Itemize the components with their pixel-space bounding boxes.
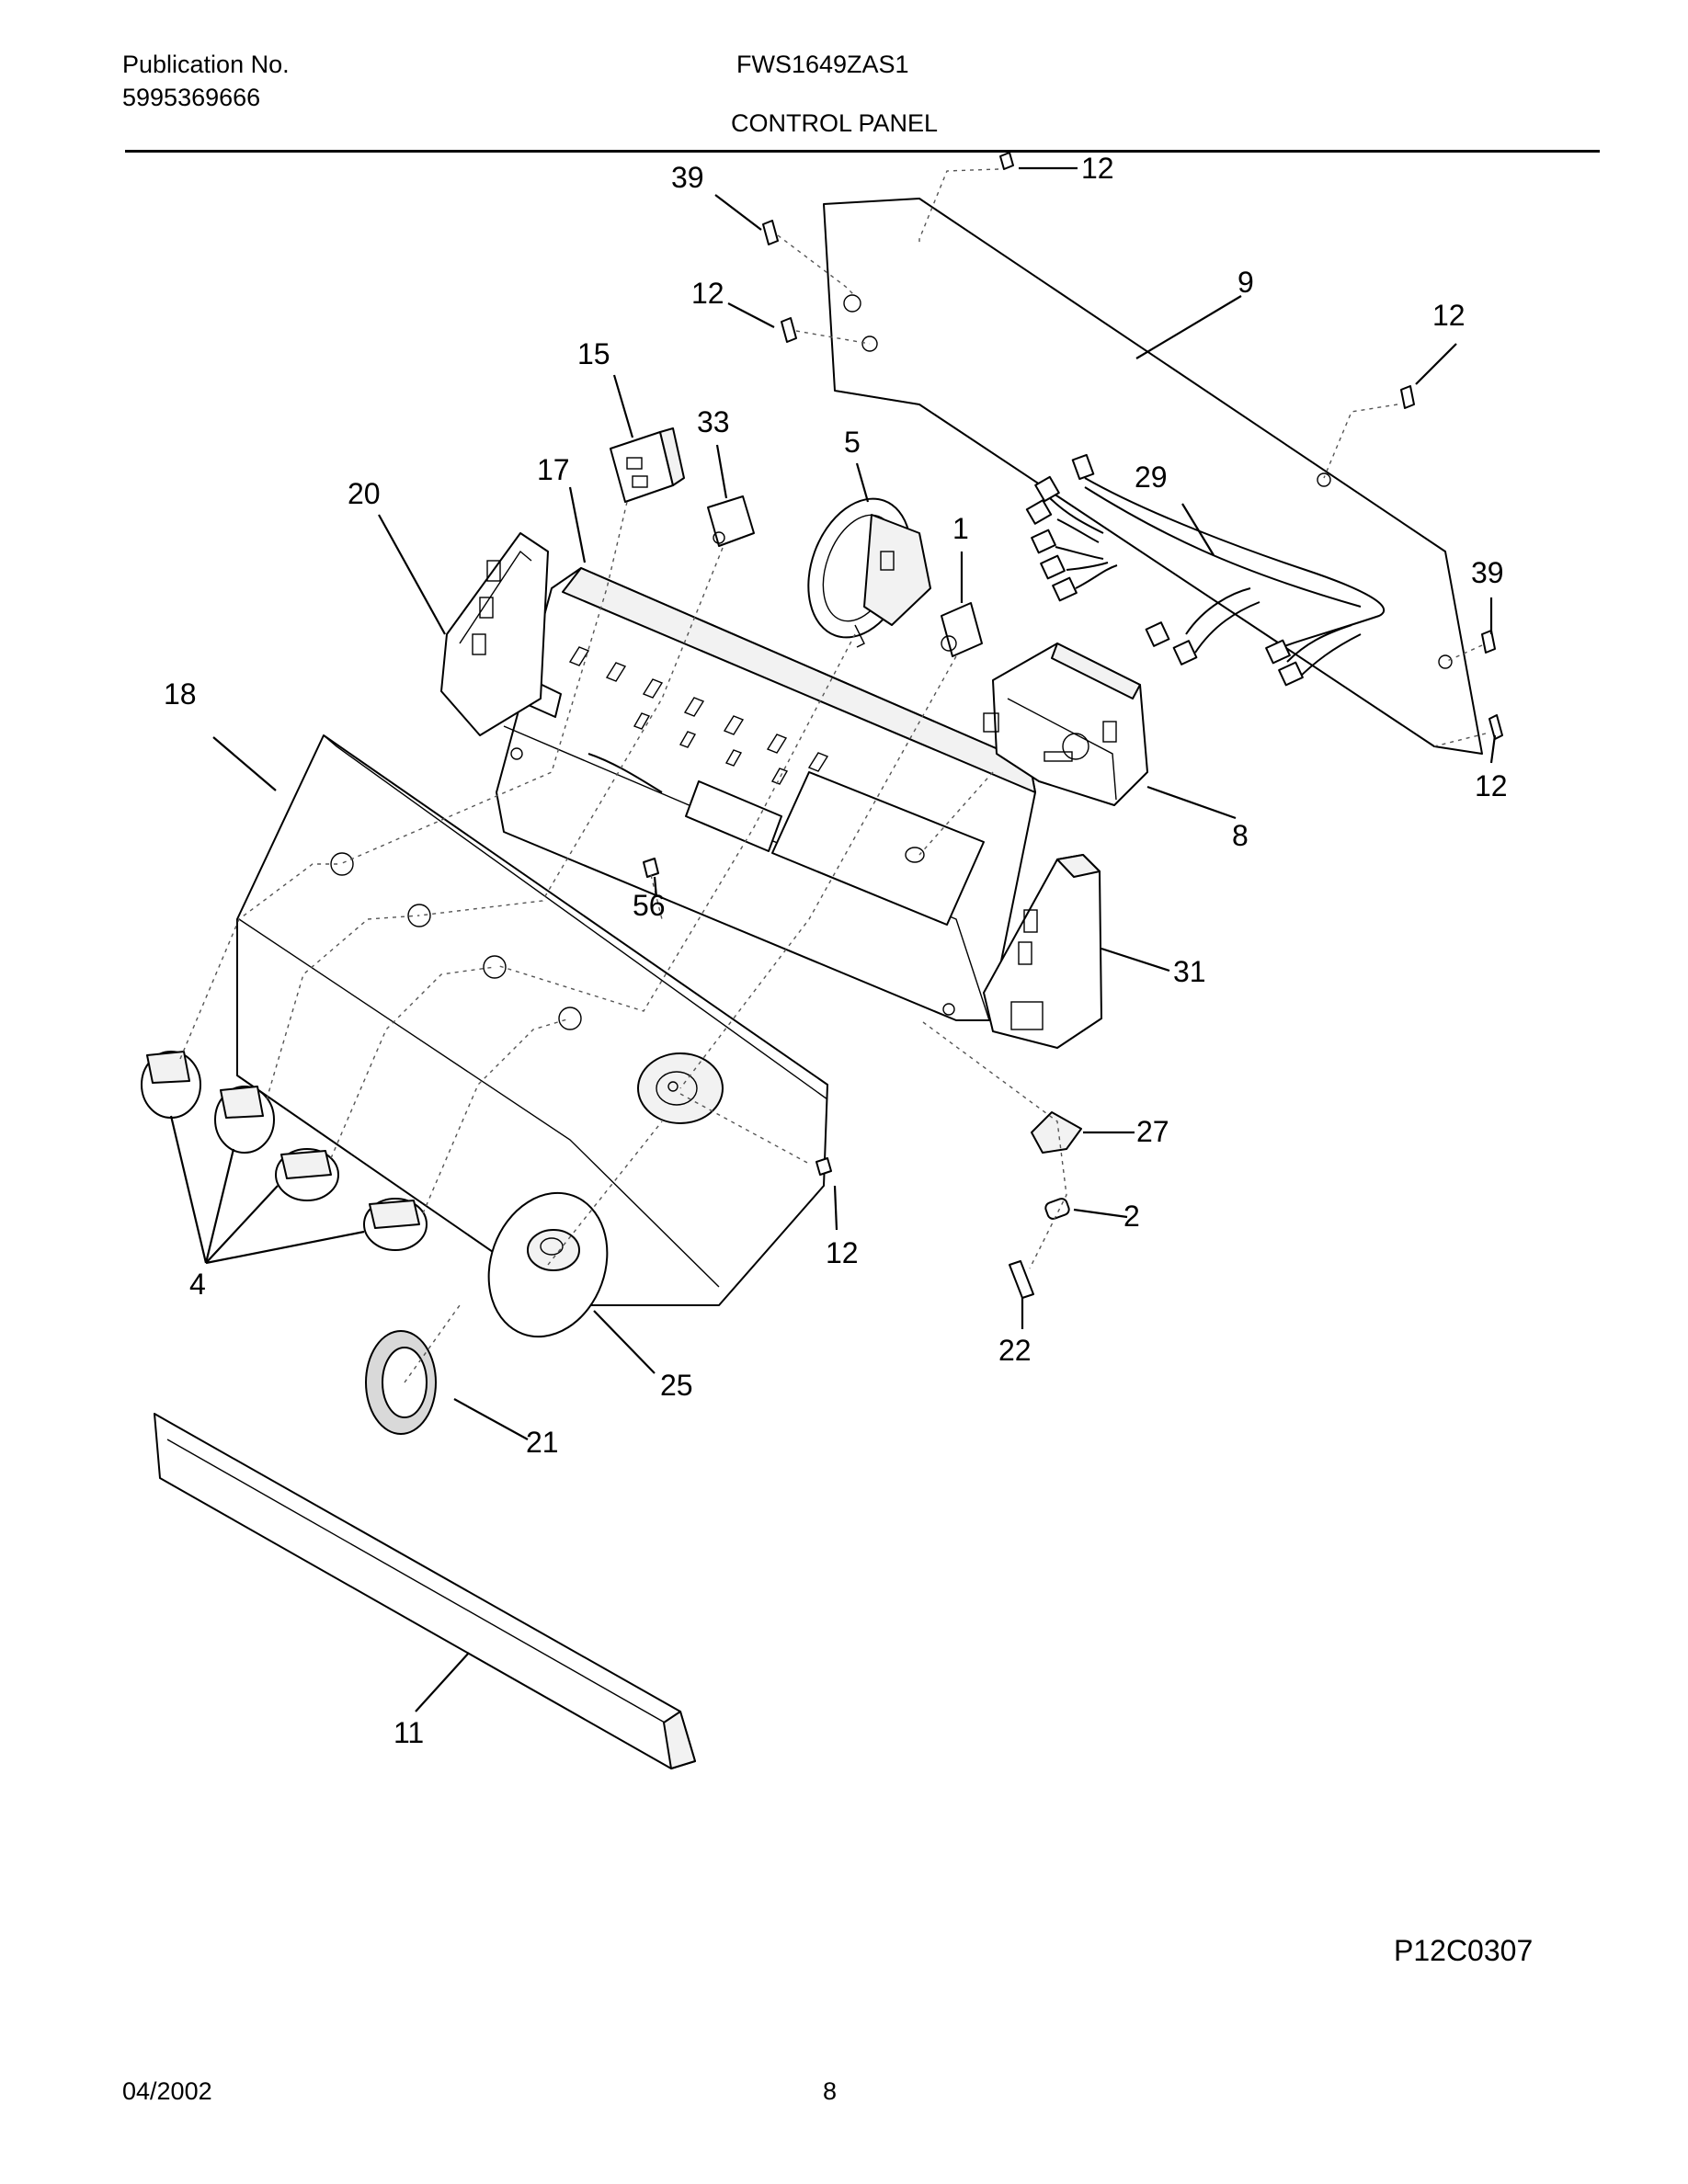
callout-9: 9	[1237, 266, 1254, 299]
switch-15	[610, 427, 685, 503]
page-number: 8	[823, 2077, 838, 2105]
rear-panel	[823, 198, 1483, 755]
callout-20: 20	[348, 477, 381, 510]
diagram-id: P12C0307	[1394, 1934, 1534, 1967]
callout-4: 4	[189, 1268, 206, 1301]
control-console	[496, 567, 1036, 1021]
leader-lines	[169, 166, 1497, 1712]
callout-12-lower: 12	[826, 1236, 859, 1269]
callout-39-right: 39	[1471, 556, 1504, 589]
publication-number: 5995369666	[122, 84, 261, 111]
left-end-cap	[440, 532, 549, 736]
trim-strip-11	[154, 1413, 696, 1769]
ring-21	[365, 1330, 437, 1435]
assembly-lines	[179, 168, 1487, 1383]
callout-39-top: 39	[671, 161, 704, 194]
header-rule	[125, 150, 1600, 153]
publication-label: Publication No.	[122, 51, 290, 78]
callout-12-upper-left: 12	[691, 277, 724, 310]
callout-12-right: 12	[1475, 769, 1508, 802]
callout-21: 21	[526, 1426, 559, 1459]
callout-5: 5	[844, 426, 861, 459]
callout-25: 25	[660, 1369, 693, 1402]
section-title: CONTROL PANEL	[731, 109, 939, 137]
callout-11: 11	[393, 1716, 424, 1749]
wire-harness	[1025, 453, 1386, 687]
knobs-4	[141, 1051, 428, 1251]
switch-33	[707, 495, 755, 547]
selector-5	[807, 497, 931, 648]
callout-15: 15	[577, 337, 610, 370]
callout-27: 27	[1136, 1115, 1169, 1148]
callout-56: 56	[633, 889, 666, 922]
switch-1	[941, 602, 983, 657]
callout-29: 29	[1135, 461, 1168, 494]
callout-12-upper-right: 12	[1432, 299, 1466, 332]
callout-8: 8	[1232, 819, 1249, 852]
callout-33: 33	[697, 405, 730, 438]
callout-labels: 12 39 12 9 12 15 33 5 17 20 29 1 39 18 1…	[164, 152, 1508, 1749]
hardware	[643, 152, 1503, 1299]
callout-31: 31	[1173, 955, 1206, 988]
model-number: FWS1649ZAS1	[736, 51, 909, 78]
footer-date: 04/2002	[122, 2077, 212, 2105]
right-end-cap	[983, 854, 1102, 1049]
callout-17: 17	[537, 453, 570, 486]
timer-8	[983, 643, 1148, 806]
callout-2: 2	[1123, 1200, 1140, 1233]
callout-1: 1	[952, 512, 969, 545]
callout-18: 18	[164, 677, 197, 711]
callout-12-top: 12	[1081, 152, 1114, 185]
callout-22: 22	[998, 1334, 1032, 1367]
